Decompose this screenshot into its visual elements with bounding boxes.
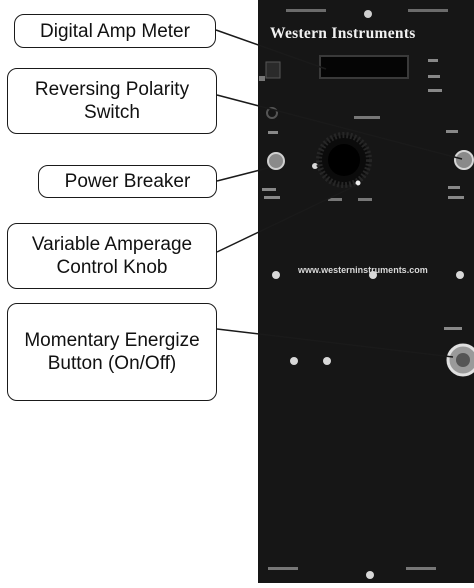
panel-small-label — [262, 188, 276, 191]
callout-energize-button: Momentary Energize Button (On/Off) — [7, 303, 217, 401]
panel-small-label — [328, 198, 342, 201]
panel-small-label — [264, 196, 280, 199]
device-panel: Western Instruments www.westerninstrumen… — [258, 0, 474, 583]
panel-indicator — [259, 76, 265, 81]
panel-small-label — [354, 116, 380, 119]
logo-emblem — [364, 10, 372, 18]
leader-power-breaker — [216, 167, 269, 182]
leader-energize-button — [216, 328, 454, 358]
panel-small-label — [286, 9, 326, 12]
panel-screw — [369, 271, 377, 279]
brand-name: Western Instruments — [270, 25, 416, 42]
callout-amp-meter: Digital Amp Meter — [14, 14, 216, 48]
callout-polarity-switch: Reversing Polarity Switch — [7, 68, 217, 134]
indicator-lamp — [266, 107, 278, 119]
panel-small-label — [428, 75, 440, 78]
panel-small-label — [406, 567, 436, 570]
power-breaker-toggle[interactable] — [267, 152, 285, 170]
panel-small-label — [268, 131, 278, 134]
energize-button-center — [456, 353, 470, 367]
panel-small-label — [446, 130, 458, 133]
panel-small-label — [448, 196, 464, 199]
panel-small-label — [428, 59, 438, 62]
leader-polarity-switch — [216, 94, 463, 160]
panel-small-label — [448, 186, 460, 189]
polarity-switch-toggle[interactable] — [454, 150, 474, 170]
panel-screw — [456, 271, 464, 279]
panel-small-label — [358, 198, 372, 201]
panel-small-label — [428, 89, 442, 92]
leader-amp-meter — [215, 29, 327, 70]
panel-graphics — [259, 9, 474, 579]
panel-screw — [272, 271, 280, 279]
panel-top-switch[interactable] — [265, 61, 281, 79]
website-url: www.westerninstruments.com — [298, 265, 428, 275]
callout-power-breaker: Power Breaker — [38, 165, 217, 198]
leader-amperage-knob — [216, 184, 358, 253]
amperage-knob[interactable] — [316, 132, 372, 188]
panel-small-label — [444, 327, 462, 330]
panel-screw — [323, 357, 331, 365]
callout-amperage-knob: Variable Amperage Control Knob — [7, 223, 217, 289]
panel-screw — [290, 357, 298, 365]
panel-small-label — [408, 9, 448, 12]
panel-small-label — [268, 567, 298, 570]
panel-screw — [366, 571, 374, 579]
